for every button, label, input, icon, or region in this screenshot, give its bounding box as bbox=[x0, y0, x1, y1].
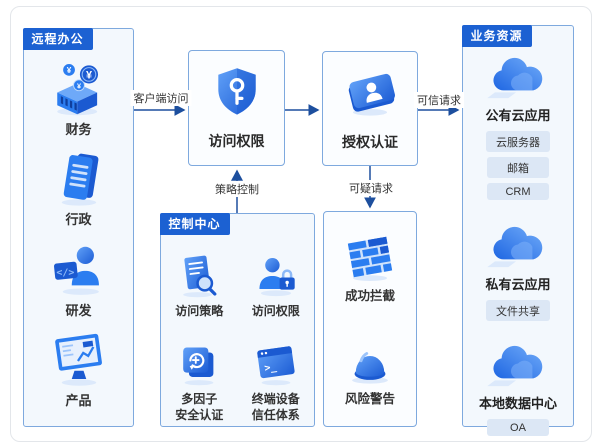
alarm-siren-icon bbox=[344, 334, 396, 386]
node-research-label: 研发 bbox=[65, 302, 92, 318]
remote-office-items: 财务 行政 研发 产品 bbox=[24, 29, 133, 426]
developer-code-icon bbox=[50, 240, 108, 298]
node-risk-warning-label: 风险警告 bbox=[344, 392, 395, 406]
label-client-access: 客户端访问 bbox=[130, 90, 192, 106]
panel-remote-office-title: 远程办公 bbox=[22, 27, 93, 50]
node-access-policy: 访问策略 bbox=[175, 253, 223, 320]
node-access-permission-label: 访问权限 bbox=[251, 303, 300, 318]
panel-control-center: 控制中心 访问策略 访问权限 多因子 安全认证 终端设备 bbox=[159, 212, 315, 427]
cloud-icon bbox=[487, 221, 549, 269]
label-trusted-request: 可信请求 bbox=[414, 92, 464, 108]
node-mfa-label-line2: 安全认证 bbox=[175, 407, 224, 422]
node-finance-label: 财务 bbox=[65, 122, 92, 137]
panel-remote-office: 远程办公 财务 行政 研发 产品 bbox=[22, 27, 134, 427]
business-resources-groups: 公有云应用 云服务器 邮箱 CRM 私有云应用 文件共享 本地数据中心 OA bbox=[463, 26, 573, 436]
node-risk-warning: 风险警告 bbox=[344, 334, 396, 407]
box-authorization: 授权认证 bbox=[322, 51, 418, 166]
node-intercepted: 成功拦截 bbox=[344, 231, 396, 304]
node-terminal-trust: 终端设备 信任体系 bbox=[252, 341, 300, 423]
cloud-icon bbox=[487, 340, 549, 388]
group-private-cloud: 私有云应用 文件共享 bbox=[485, 221, 551, 321]
group-public-cloud-label: 公有云应用 bbox=[485, 108, 551, 123]
control-center-items: 访问策略 访问权限 多因子 安全认证 终端设备 信任体系 bbox=[161, 214, 314, 426]
shield-key-icon bbox=[211, 65, 263, 117]
tag-oa: OA bbox=[486, 419, 549, 436]
node-access-policy-label: 访问策略 bbox=[175, 303, 224, 318]
node-administration-label: 行政 bbox=[65, 212, 92, 228]
node-mfa-label-line1: 多因子 bbox=[181, 392, 218, 406]
box-access-permission: 访问权限 bbox=[188, 50, 285, 166]
label-suspicious-request: 可疑请求 bbox=[346, 180, 396, 196]
firewall-icon bbox=[344, 231, 396, 283]
node-terminal-trust-label-line1: 终端设备 bbox=[251, 392, 300, 406]
node-finance: 财务 bbox=[50, 59, 108, 139]
tag-file-sharing: 文件共享 bbox=[485, 300, 550, 321]
finance-coins-icon bbox=[50, 59, 108, 117]
node-administration: 行政 bbox=[50, 149, 108, 229]
box-access-permission-label: 访问权限 bbox=[208, 133, 265, 149]
node-product: 产品 bbox=[50, 330, 108, 410]
group-public-cloud: 公有云应用 云服务器 邮箱 CRM bbox=[485, 52, 551, 200]
node-mfa: 多因子 安全认证 bbox=[175, 341, 223, 423]
group-private-cloud-label: 私有云应用 bbox=[485, 277, 551, 292]
node-access-permission: 访问权限 bbox=[252, 253, 300, 320]
terminal-icon bbox=[253, 341, 299, 387]
tag-email: 邮箱 bbox=[486, 157, 549, 178]
box-outcome: 成功拦截 风险警告 bbox=[323, 211, 417, 427]
panel-business-resources-title: 业务资源 bbox=[461, 24, 532, 47]
group-local-datacenter-label: 本地数据中心 bbox=[478, 396, 557, 411]
panel-business-resources: 业务资源 公有云应用 云服务器 邮箱 CRM 私有云应用 文件共享 bbox=[461, 24, 574, 436]
documents-icon bbox=[50, 149, 108, 207]
node-research: 研发 bbox=[50, 240, 108, 320]
cloud-icon bbox=[487, 52, 549, 100]
panel-control-center-title: 控制中心 bbox=[159, 212, 230, 235]
product-monitor-icon bbox=[50, 330, 108, 388]
tag-crm: CRM bbox=[486, 183, 549, 200]
node-intercepted-label: 成功拦截 bbox=[344, 288, 395, 303]
label-policy-control: 策略控制 bbox=[212, 181, 262, 197]
tag-cloud-server: 云服务器 bbox=[485, 131, 550, 152]
node-product-label: 产品 bbox=[65, 393, 92, 409]
box-authorization-label: 授权认证 bbox=[342, 133, 398, 150]
node-terminal-trust-label-line2: 信任体系 bbox=[251, 407, 300, 422]
policy-search-icon bbox=[176, 253, 222, 299]
id-card-icon bbox=[344, 66, 396, 118]
user-lock-icon bbox=[253, 253, 299, 299]
mfa-refresh-icon bbox=[176, 341, 222, 387]
group-local-datacenter: 本地数据中心 OA bbox=[479, 340, 557, 436]
